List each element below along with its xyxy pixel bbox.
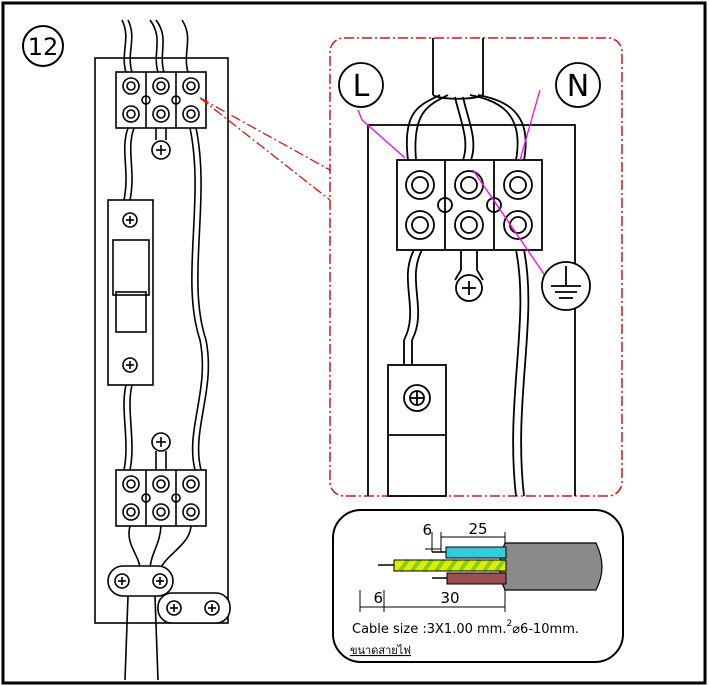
line-terminal-label: L — [338, 62, 384, 108]
neutral-label: N — [567, 69, 589, 104]
cable-size-thai: ขนาดสายไฟ — [350, 644, 411, 657]
earth-ground-icon — [541, 261, 591, 311]
dim-strip: 6 — [373, 589, 383, 607]
mounting-plate — [94, 19, 231, 681]
cable-size-caption: Cable size :3X1.00 mm.2⌀6-10mm. — [352, 619, 579, 637]
top-terminal-block — [115, 71, 207, 129]
cable-size-main: Cable size :3X1.00 mm. — [352, 622, 506, 637]
breaker — [107, 199, 154, 386]
step-number: 12 — [28, 33, 59, 61]
callout-lines — [199, 97, 331, 201]
dim-short: 6 — [422, 521, 432, 539]
bottom-terminal-block — [115, 469, 207, 527]
line-label: L — [353, 69, 370, 104]
bottom-earth-lug — [151, 432, 171, 470]
cable-size-tail: ⌀6-10mm. — [512, 622, 579, 637]
cable-spec-box: 6 25 6 30 Ca — [332, 509, 624, 663]
stripped-cable — [378, 542, 603, 591]
top-earth-lug — [151, 128, 171, 160]
step-number-badge: 12 — [22, 25, 64, 67]
dim-inner: 25 — [468, 520, 487, 538]
mounting-bracket — [157, 592, 231, 624]
detail-callout: L N — [329, 37, 623, 497]
cable-clamp — [107, 565, 174, 597]
dim-outer: 30 — [440, 589, 459, 607]
neutral-terminal-label: N — [555, 62, 601, 108]
cable-size-sup: 2 — [506, 619, 512, 629]
